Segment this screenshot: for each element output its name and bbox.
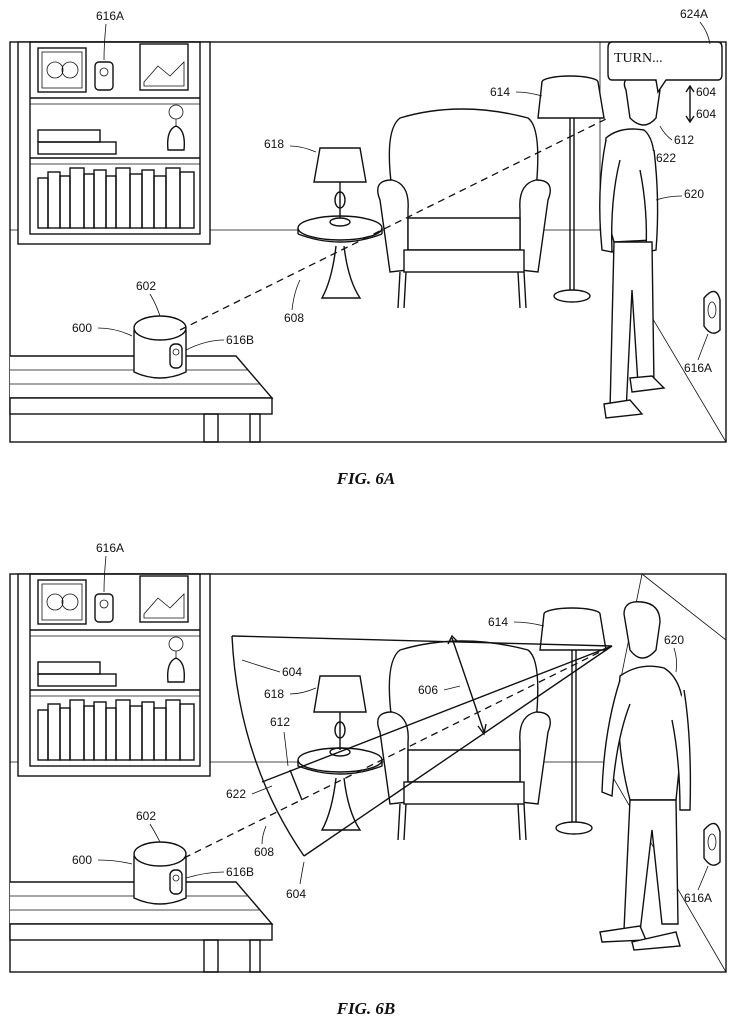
label-608: 608: [284, 311, 304, 325]
label-614: 614: [488, 615, 508, 629]
label-618: 618: [264, 687, 284, 701]
label-600: 600: [72, 321, 92, 335]
label-622: 622: [656, 151, 676, 165]
table-lamp-shade: [314, 676, 366, 712]
label-620: 620: [684, 187, 704, 201]
label-602: 602: [136, 279, 156, 293]
head: [624, 602, 660, 658]
label-604-bottom: 604: [286, 887, 306, 901]
figure-caption: FIG. 6A: [336, 469, 396, 488]
camera-616a-wall: [704, 823, 720, 865]
camera-616b: [170, 344, 182, 368]
smart-speaker-600: [134, 316, 186, 378]
head: [624, 74, 660, 125]
smart-speaker-600: [134, 842, 186, 904]
legs: [624, 800, 678, 932]
label-618: 618: [264, 137, 284, 151]
label-624a: 624A: [680, 7, 708, 21]
label-616b: 616B: [226, 865, 254, 879]
bubble-text: TURN...: [614, 51, 663, 66]
label-606: 606: [418, 683, 438, 697]
label-604-top: 604: [282, 665, 302, 679]
label-616b: 616B: [226, 333, 254, 347]
label-616a-wall: 616A: [684, 361, 712, 375]
camera-616a-wall: [704, 291, 720, 333]
bookshelf: [18, 574, 210, 776]
figure-6a: TURN... 616A 624A 614 604 604 612 622 61…: [10, 7, 726, 488]
label-604-top: 604: [696, 85, 716, 99]
label-612: 612: [270, 715, 290, 729]
lamp-table: [298, 148, 382, 298]
label-600: 600: [72, 853, 92, 867]
label-616a-top: 616A: [96, 9, 124, 23]
label-602: 602: [136, 809, 156, 823]
label-604-bottom: 604: [696, 107, 716, 121]
person-620: [600, 602, 690, 950]
label-620: 620: [664, 633, 684, 647]
label-616a-top: 616A: [96, 541, 124, 555]
camera-616b: [170, 870, 182, 894]
label-608: 608: [254, 845, 274, 859]
label-612: 612: [674, 133, 694, 147]
table-lamp-shade: [314, 148, 366, 182]
label-616a-wall: 616A: [684, 891, 712, 905]
bookshelf: [18, 42, 210, 244]
person-620: [600, 74, 664, 418]
figure-6b: 616A 614 620 604 618 606 612 622 602 608…: [10, 541, 726, 1018]
label-622: 622: [226, 787, 246, 801]
armchair: [378, 109, 551, 308]
label-614: 614: [490, 85, 510, 99]
lamp-table: [298, 676, 382, 830]
figure-caption: FIG. 6B: [336, 999, 396, 1018]
